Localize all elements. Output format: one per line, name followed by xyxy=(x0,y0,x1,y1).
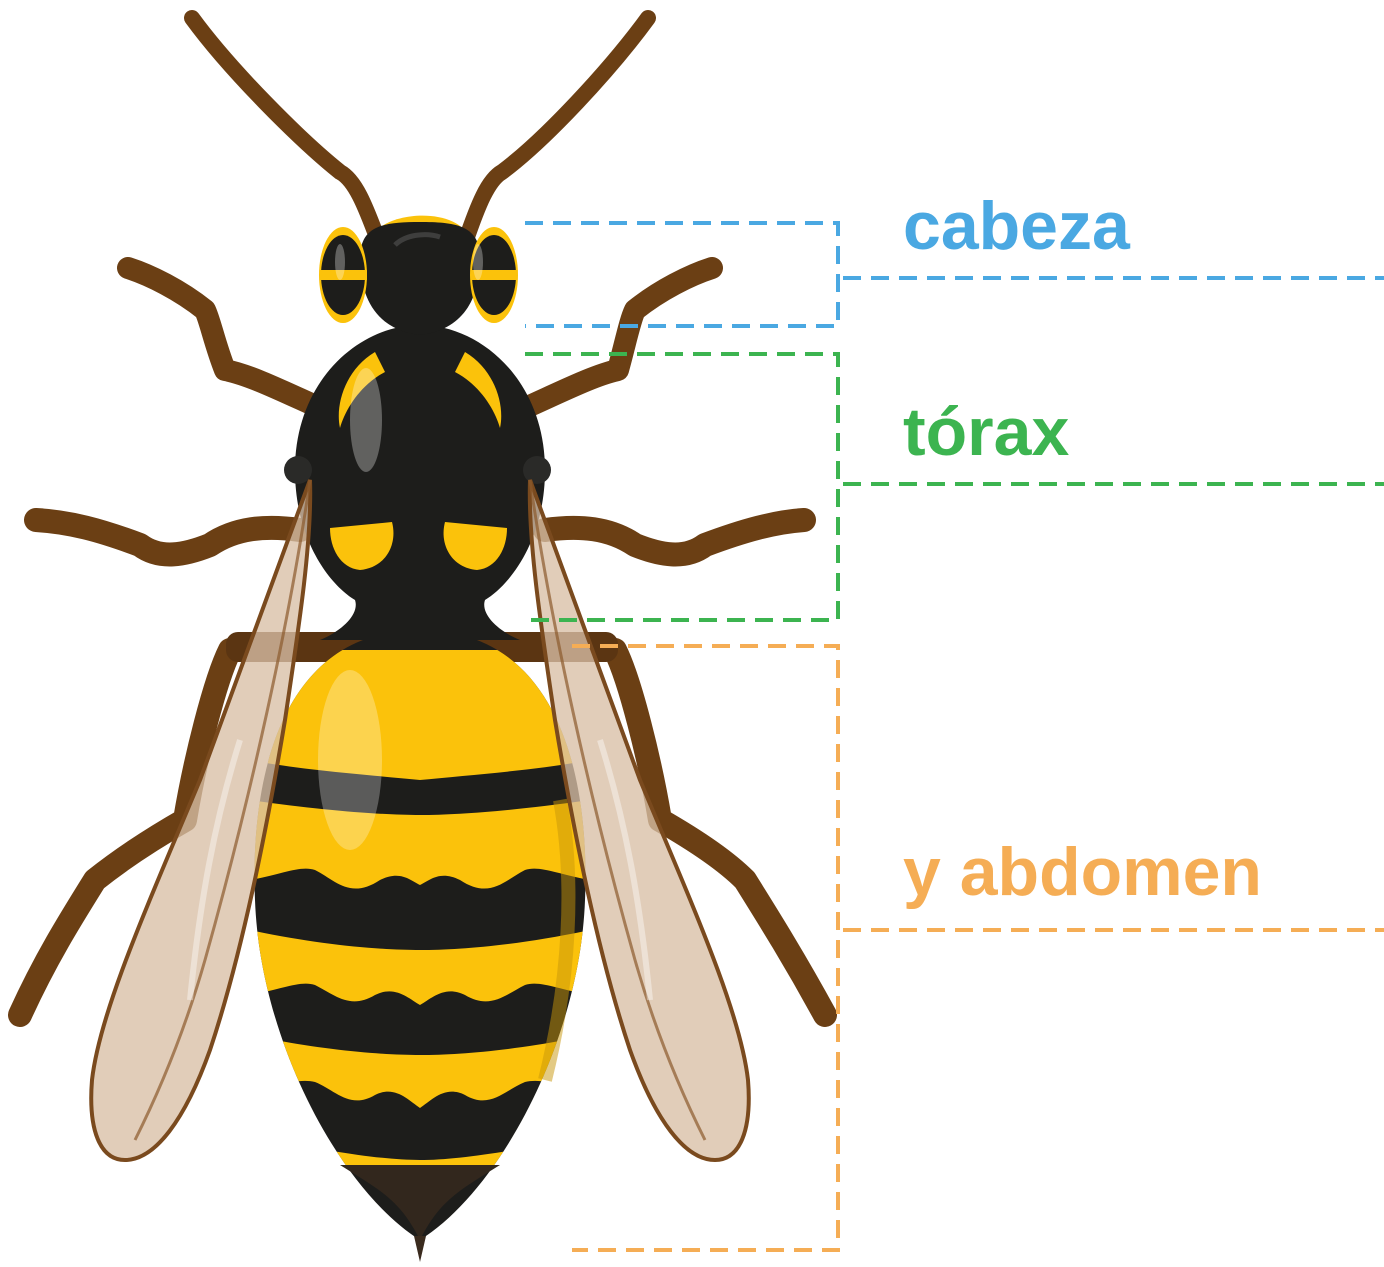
head xyxy=(319,216,518,335)
label-thorax: tórax xyxy=(903,398,1069,466)
label-head: cabeza xyxy=(903,192,1130,260)
antennae xyxy=(192,18,648,240)
thorax xyxy=(284,325,551,640)
label-abdomen: y abdomen xyxy=(903,838,1262,906)
abdomen xyxy=(250,630,590,1262)
